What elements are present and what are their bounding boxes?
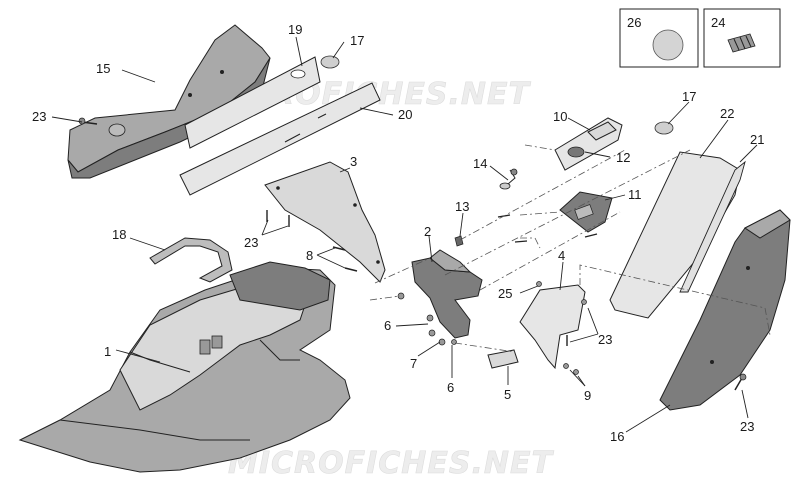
screw-13-icon [454, 235, 464, 247]
part-21-strip [679, 160, 746, 293]
cap-26-icon [652, 29, 684, 61]
callout-5: 5 [504, 387, 511, 402]
callout-22: 22 [720, 106, 734, 121]
part-5-plate [487, 349, 519, 369]
callout-14: 14 [473, 156, 487, 171]
callout-6-lower: 6 [447, 380, 454, 395]
callout-8: 8 [306, 248, 313, 263]
assembly-lines [369, 144, 771, 353]
callout-23-mid: 23 [244, 235, 258, 250]
callout-15: 15 [96, 61, 110, 76]
callout-23-right: 23 [598, 332, 612, 347]
callout-24: 24 [711, 15, 725, 30]
callout-9: 9 [584, 388, 591, 403]
part-11-bracket [559, 191, 613, 233]
part-12-bulb-icon [567, 146, 585, 158]
callout-16: 16 [610, 429, 624, 444]
screw-23-right-icon [734, 373, 747, 391]
callout-7: 7 [410, 356, 417, 371]
callout-10: 10 [553, 109, 567, 124]
callout-3: 3 [350, 154, 357, 169]
rubber-plug-24-icon [727, 33, 756, 53]
callout-4: 4 [558, 248, 565, 263]
callout-23-bottom: 23 [740, 419, 754, 434]
part-4-plate [519, 284, 586, 370]
part-20-panel [179, 82, 381, 196]
bolts-8-icon [332, 246, 358, 272]
part-1-undertray [18, 261, 351, 473]
callout-labels: 1 2 3 4 5 6 6 7 8 9 10 11 12 13 14 15 16… [32, 15, 764, 444]
screw-23-left-icon [78, 117, 98, 125]
part-3-shield [264, 161, 386, 283]
callout-25: 25 [498, 286, 512, 301]
inset-box-24 [703, 8, 781, 68]
callout-1: 1 [104, 344, 111, 359]
nuts-9-25-icon [536, 281, 587, 375]
callout-17-right: 17 [682, 89, 696, 104]
leader-lines [51, 36, 758, 433]
callout-6-upper: 6 [384, 318, 391, 333]
callout-21: 21 [750, 132, 764, 147]
part-19-panel [184, 56, 321, 149]
part-22-panel [609, 151, 741, 319]
callout-17-left: 17 [350, 33, 364, 48]
callout-11: 11 [628, 187, 642, 202]
callout-18: 18 [112, 227, 126, 242]
part-14-lamp [499, 168, 518, 190]
part-10-light-housing [554, 117, 623, 171]
part-16-side-panel [659, 209, 791, 411]
screws-23-mid-icon [266, 210, 568, 346]
callout-12: 12 [616, 150, 630, 165]
callout-26: 26 [627, 15, 641, 30]
part-18-strap [149, 237, 233, 283]
inset-box-26 [619, 8, 699, 68]
part-17-cap-left-icon [320, 55, 340, 69]
nuts-6-7-icon [397, 292, 457, 346]
callout-2: 2 [424, 224, 431, 239]
callout-20: 20 [398, 107, 412, 122]
callout-23-left: 23 [32, 109, 46, 124]
callout-19: 19 [288, 22, 302, 37]
part-2-bracket [411, 249, 483, 339]
watermark-bottom: MICROFICHES.NET [228, 446, 555, 481]
callout-13: 13 [455, 199, 469, 214]
part-17-cap-right-icon [654, 121, 674, 135]
